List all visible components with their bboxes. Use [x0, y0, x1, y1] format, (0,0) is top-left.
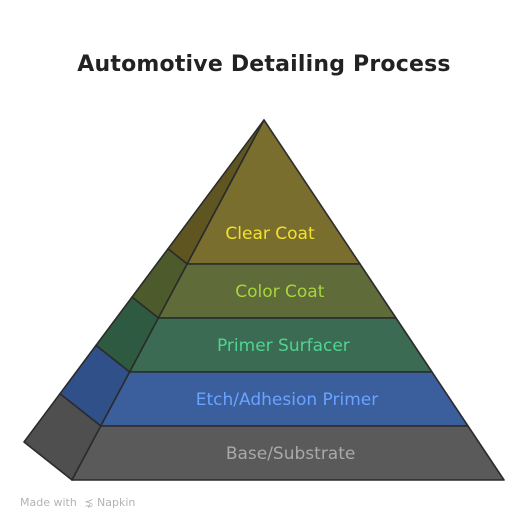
layer-label-5: Base/Substrate: [226, 444, 356, 464]
layer-label-1: Clear Coat: [225, 224, 315, 244]
layer-label-4: Etch/Adhesion Primer: [196, 390, 378, 410]
layer-front-5: [71, 425, 505, 481]
layer-label-3: Primer Surfacer: [217, 336, 350, 356]
page-title: Automotive Detailing Process: [77, 52, 451, 77]
napkin-logo-icon: ⋨: [84, 496, 94, 509]
watermark-prefix: Made with: [20, 496, 77, 509]
watermark-brand: Napkin: [97, 496, 136, 509]
layer-label-2: Color Coat: [235, 282, 324, 302]
watermark: Made with ⋨ Napkin: [20, 496, 135, 509]
